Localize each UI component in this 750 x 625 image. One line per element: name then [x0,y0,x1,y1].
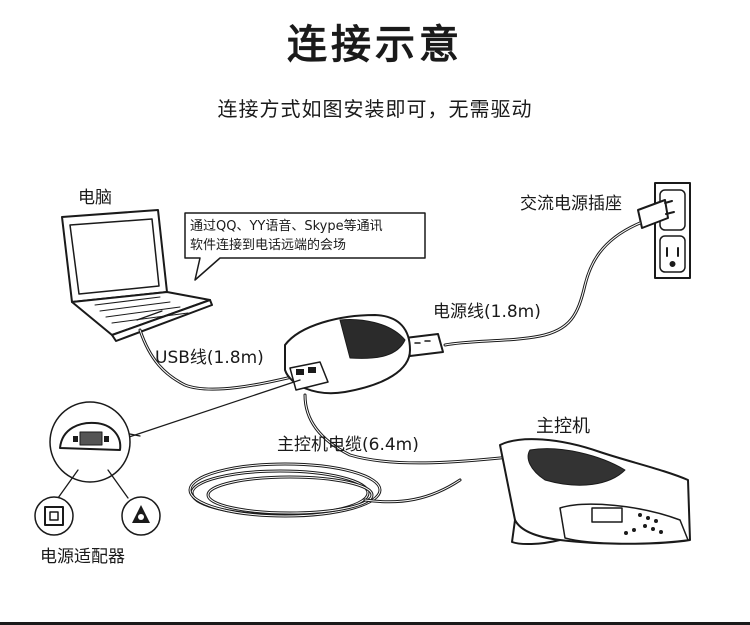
main-cable-label: 主控机电缆(6.4m) [277,435,419,455]
page-title: 连接示意 [287,22,463,68]
laptop-illustration [61,209,213,342]
computer-label: 电脑 [78,188,112,208]
power-adapter-label: 电源适配器 [40,547,125,567]
software-note-box [184,212,426,281]
wall-socket-illustration [637,182,691,279]
software-note-line2: 软件连接到电话远端的会场 [190,238,347,253]
usb-port-icon [34,496,74,536]
power-cable-label: 电源线(1.8m) [433,302,541,322]
power-port-icon [121,496,161,536]
software-note-line1: 通过QQ、YY语音、Skype等通讯 [190,219,383,234]
coiled-cable [188,462,462,518]
main-unit-label: 主控机 [536,416,590,437]
bottom-border [0,622,750,625]
software-note: 通过QQ、YY语音、Skype等通讯 软件连接到电话远端的会场 [190,217,383,255]
usb-cable-label: USB线(1.8m) [155,348,264,368]
power-adapter-illustration [284,314,411,395]
adapter-detail-circle [49,401,131,483]
page-subtitle: 连接方式如图安装即可，无需驱动 [217,97,533,121]
conference-phone-illustration [499,438,691,546]
power-socket-label: 交流电源插座 [520,194,622,214]
